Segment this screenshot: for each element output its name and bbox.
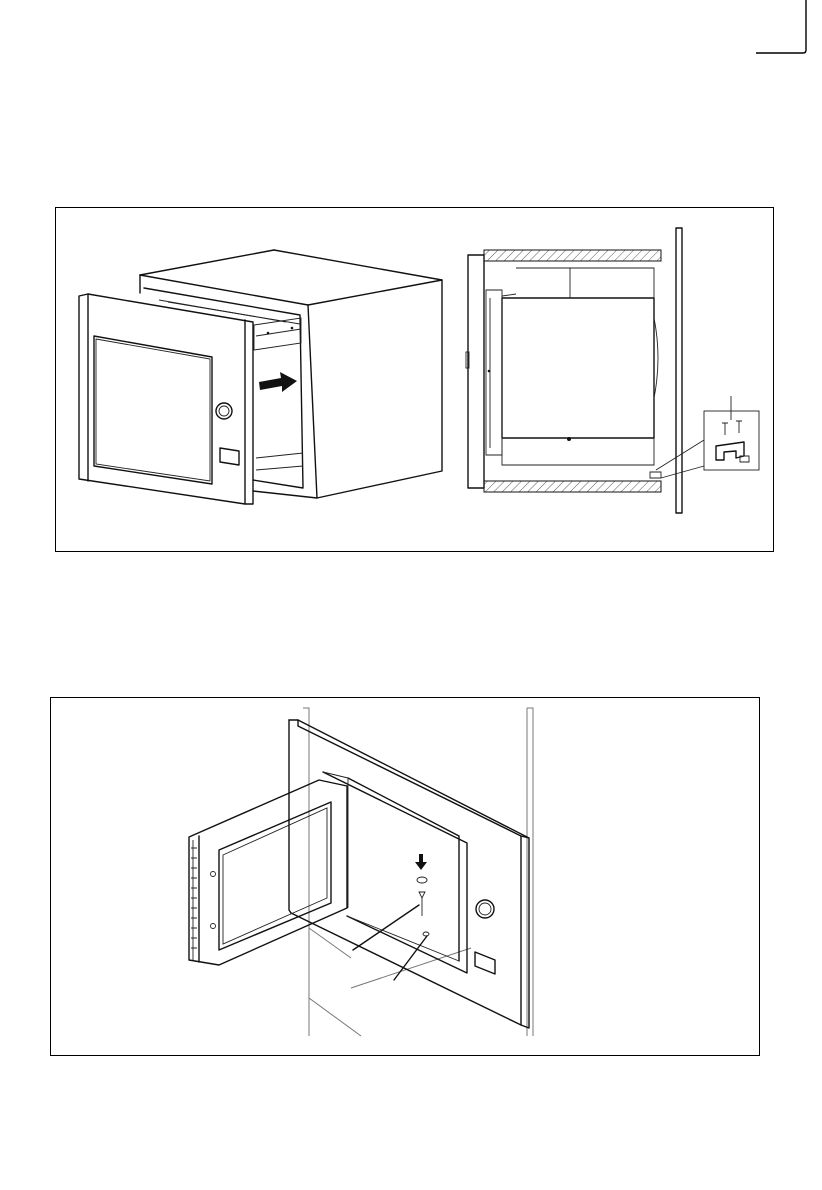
microwave-frame — [289, 720, 529, 1028]
screw-fixing-illustration — [51, 698, 761, 1057]
figure-screw-fixing — [50, 697, 760, 1056]
side-section-diagram — [466, 228, 759, 513]
down-arrow-icon — [415, 854, 427, 870]
open-door — [189, 780, 347, 965]
microwave-front-panel — [79, 294, 253, 504]
slide-in-illustration — [56, 208, 775, 553]
figure-slide-in-installation — [55, 207, 774, 552]
kitchen-cabinet — [303, 708, 533, 1036]
cabinet-box — [140, 250, 442, 498]
push-arrow-icon — [259, 372, 297, 392]
